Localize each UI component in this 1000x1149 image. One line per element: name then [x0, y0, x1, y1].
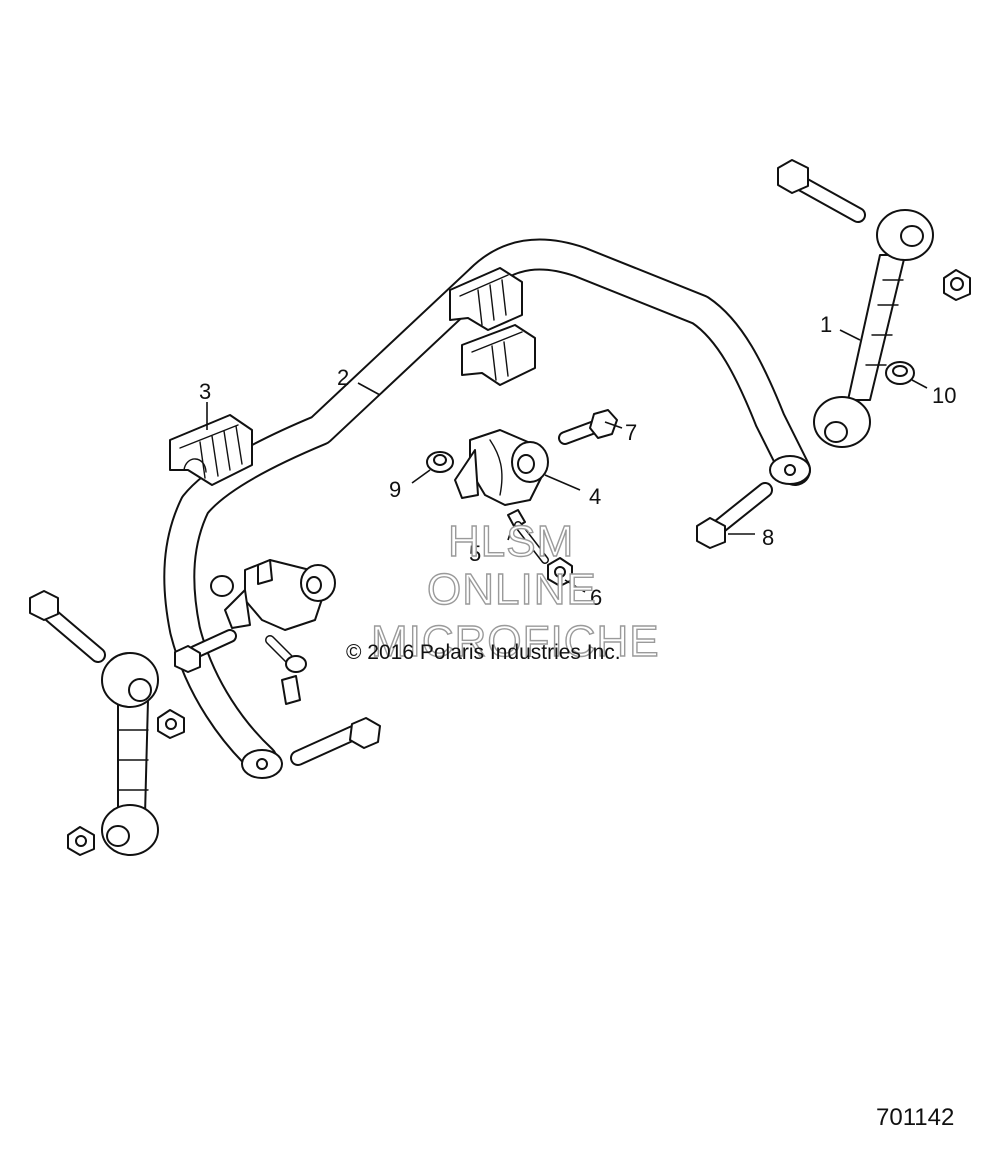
link-left: [101, 652, 159, 856]
callout-9: 9: [389, 477, 402, 502]
callout-8: 8: [762, 525, 775, 550]
bolt-left-top: [29, 590, 106, 663]
diagram-number: 701142: [876, 1104, 955, 1131]
nut-left-upper: [210, 575, 234, 597]
copyright-text: © 2016 Polaris Industries Inc.: [346, 641, 621, 664]
nut-right-upper: [943, 269, 971, 301]
grease-fitting-5: [507, 509, 549, 564]
callout-2: 2: [337, 365, 350, 390]
callout-6: 6: [590, 585, 603, 610]
link-right: [813, 209, 934, 448]
bolt-7: [558, 409, 618, 445]
nut-left-mid: [157, 709, 185, 739]
callout-5: 5: [469, 541, 482, 566]
bracket-left: [224, 559, 336, 631]
bracket-center: [454, 429, 549, 506]
nut-9: [426, 451, 454, 473]
leader-lines: [206, 329, 928, 593]
bushing-center: [461, 324, 536, 386]
watermark-line-1: HLSM: [447, 517, 575, 566]
bolt-8: [696, 482, 773, 549]
callout-4: 4: [589, 484, 602, 509]
watermark-line-2: ONLINE: [426, 565, 597, 614]
grease-fitting-left: [265, 635, 307, 705]
nut-10: [885, 361, 915, 385]
bushing-left: [169, 414, 253, 486]
nut-6: [547, 557, 573, 587]
bolt-left-mid: [174, 629, 237, 673]
bolt-top-right: [777, 159, 866, 223]
bushing-top: [449, 267, 523, 331]
callout-3: 3: [199, 379, 212, 404]
bolt-bottom: [290, 717, 381, 766]
callout-7: 7: [625, 420, 638, 445]
callout-1: 1: [820, 312, 833, 337]
callout-10: 10: [932, 383, 957, 408]
nut-left-bottom: [67, 826, 95, 856]
watermark-line-3: MICROFICHE: [370, 617, 660, 666]
